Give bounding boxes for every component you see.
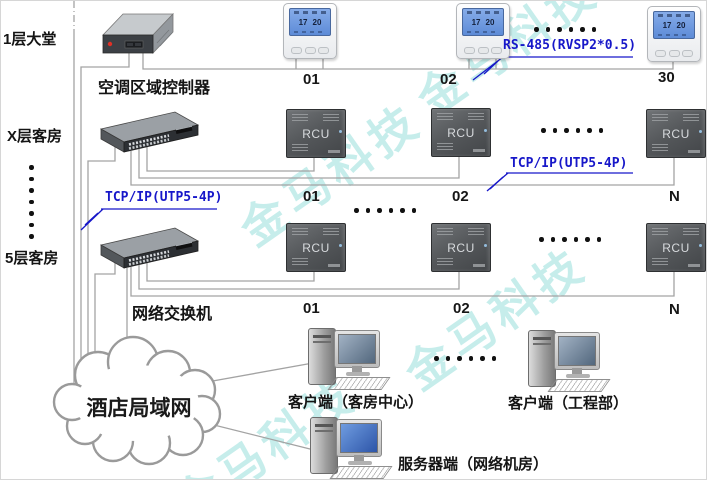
rcu-row1-02: RCU	[431, 108, 491, 157]
computer-monitor	[336, 419, 382, 457]
thermostat-30: 17 20	[647, 6, 701, 62]
client-room-center-label: 客户端（客房中心）	[288, 394, 424, 411]
rcu-device-label: RCU	[447, 125, 475, 140]
thermostat-02: 17 20	[456, 3, 510, 59]
rcu-row2-02: RCU	[431, 223, 491, 272]
client-engineering-computer	[520, 328, 612, 392]
rcu-row1-number-02: 02	[452, 188, 469, 205]
network-switch-device	[99, 111, 200, 153]
switch1-cable-rcu01	[146, 147, 315, 172]
rcu-device-label: RCU	[302, 126, 330, 141]
thermostat-screen: 17 20	[289, 8, 331, 36]
thermostat-buttons	[291, 46, 329, 54]
rcu-row1-number-N: N	[669, 188, 680, 205]
computer-keyboard	[547, 379, 611, 392]
ac-zone-controller-device	[102, 13, 174, 54]
thermostat-temp-left: 17	[471, 17, 481, 27]
rcu-row1-number-01: 01	[303, 188, 320, 205]
controller-trunk	[80, 53, 130, 399]
ellipsis-dots-between-rows	[354, 208, 416, 213]
server-computer	[302, 415, 394, 479]
computer-tower	[310, 417, 338, 474]
thermostat-temp-right: 20	[312, 17, 322, 27]
thermostat-temp-left: 17	[298, 17, 308, 27]
thermostat-screen: 17 20	[462, 8, 504, 36]
client-room-center-computer	[300, 326, 392, 390]
rcu-row2-N: RCU	[646, 223, 706, 272]
switch2-cable-rcuN	[130, 267, 675, 297]
rcu-row2-number-02: 02	[453, 300, 470, 317]
tcpip-bus-label-row1: TCP/IP(UTP5-4P)	[510, 156, 628, 171]
client-engineering-label: 客户端（工程部）	[508, 395, 629, 412]
cloud-to-client1	[195, 362, 314, 385]
vertical-ellipsis-dots	[29, 165, 34, 239]
floor-label-5th-floor: 5层客房	[5, 250, 59, 267]
computer-monitor	[554, 332, 600, 370]
thermostat-temp-right: 20	[676, 20, 686, 30]
computer-monitor	[334, 330, 380, 368]
computer-tower	[528, 330, 556, 387]
ac-controller-label: 空调区域控制器	[98, 80, 211, 97]
rcu-device-label: RCU	[662, 126, 690, 141]
ellipsis-dots-rcu-row2	[539, 237, 601, 242]
rcu-row1-N: RCU	[646, 109, 706, 158]
switch2-cable-rcu02	[138, 265, 460, 290]
floor-label-x-floor: X层客房	[7, 128, 63, 145]
thermostat-number-02: 02	[440, 71, 457, 88]
ellipsis-dots-rcu-row1	[541, 128, 603, 133]
ellipsis-dots-clients	[434, 356, 496, 361]
switch2-cable-rcu01	[146, 263, 315, 282]
rs485-bus	[142, 53, 674, 70]
computer-keyboard	[329, 466, 393, 479]
thermostat-buttons	[655, 49, 693, 57]
cloud-to-server	[197, 420, 315, 451]
cable-label-leaders	[80, 56, 633, 231]
network-switch-label: 网络交换机	[132, 306, 213, 323]
server-network-room-label: 服务器端（网络机房）	[398, 456, 549, 473]
rcu-device-label: RCU	[662, 240, 690, 255]
rcu-row2-number-N: N	[669, 301, 680, 318]
computer-keyboard	[327, 377, 391, 390]
hotel-lan-cloud-label: 酒店局域网	[86, 397, 192, 420]
computer-tower	[308, 328, 336, 385]
rcu-row1-01: RCU	[286, 109, 346, 158]
thermostat-screen: 17 20	[653, 11, 695, 39]
thermostat-legs	[295, 57, 497, 69]
rcu-row2-01: RCU	[286, 223, 346, 272]
switch1-cable-rcu02	[138, 149, 460, 179]
thermostat-temp-right: 20	[485, 17, 495, 27]
switch1-cable-rcuN	[130, 151, 675, 186]
tcpip-trunk-label: TCP/IP(UTP5-4P)	[105, 190, 223, 205]
cloud-shape	[52, 335, 222, 466]
thermostat-temp-left: 17	[662, 20, 672, 30]
rcu-device-label: RCU	[447, 240, 475, 255]
rcu-row2-number-01: 01	[303, 300, 320, 317]
thermostat-buttons	[464, 46, 502, 54]
switch2-trunk	[94, 263, 116, 399]
thermostat-number-30: 30	[658, 69, 675, 86]
rcu-device-label: RCU	[302, 240, 330, 255]
ellipsis-dots-thermostats	[534, 27, 596, 32]
thermostat-number-01: 01	[303, 71, 320, 88]
floor-label-lobby: 1层大堂	[3, 31, 57, 48]
switch1-trunk	[87, 147, 116, 399]
thermostat-01: 17 20	[283, 3, 337, 59]
rs485-bus-label: RS-485(RVSP2*0.5)	[503, 38, 637, 53]
